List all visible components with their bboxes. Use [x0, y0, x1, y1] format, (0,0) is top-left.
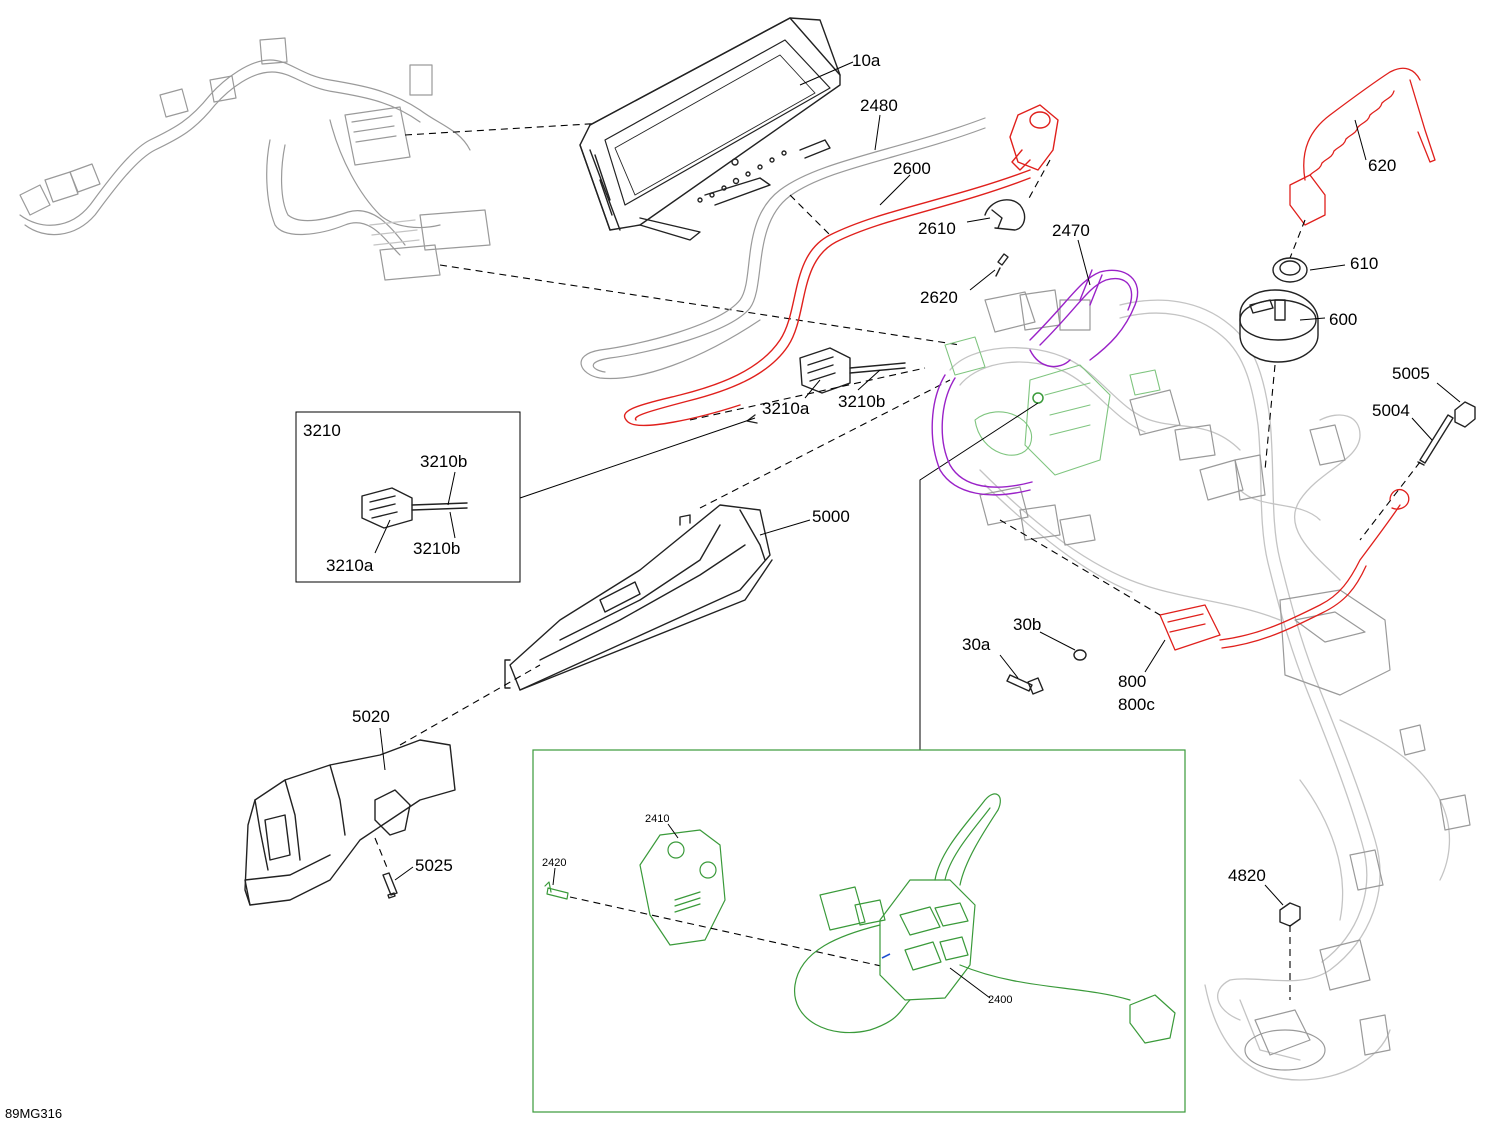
cable-2600 [623, 104, 1059, 427]
switch-assembly-2400 [794, 793, 1176, 1044]
screw-2620 [995, 253, 1009, 277]
screw-2420 [544, 881, 569, 900]
dashed-harness-to-gauge [404, 122, 606, 136]
label-800: 800 [1118, 672, 1146, 691]
cap-610 [1272, 257, 1308, 283]
main-harness [949, 299, 1451, 1081]
label-800c: 800c [1118, 695, 1155, 714]
callout-circle-green [1032, 392, 1044, 404]
label-600: 600 [1329, 310, 1357, 329]
harness-top-left [19, 37, 491, 281]
dashed-5004 [1359, 461, 1421, 541]
label-2610: 2610 [918, 219, 956, 238]
label-2480: 2480 [860, 96, 898, 115]
dashed-3210-to-switch [689, 367, 926, 421]
label-5025: 5025 [415, 856, 453, 875]
label-3210b-top: 3210b [838, 392, 885, 411]
dashed-2600-to-2610 [1027, 159, 1051, 201]
housing-5020 [244, 739, 456, 906]
connector-3210-top [799, 347, 906, 394]
inset-3210-title: 3210 [303, 421, 341, 440]
strip-2480 [580, 117, 986, 380]
clip-2610 [984, 199, 1026, 231]
label-5020: 5020 [352, 707, 390, 726]
inset-label-2420: 2420 [542, 857, 566, 869]
label-3210a-top: 3210a [762, 399, 810, 418]
washer-30b [1073, 649, 1087, 661]
label-2600: 2600 [893, 159, 931, 178]
lanyard-620 [1289, 67, 1436, 226]
bracket-5000 [504, 504, 773, 691]
dashed-5000-to-switch [699, 379, 951, 509]
ignition-switch-600 [1239, 289, 1319, 363]
leader-to-green-inset [919, 402, 1039, 750]
figure-reference: 89MG316 [5, 1106, 62, 1121]
label-5000: 5000 [812, 507, 850, 526]
label-4820: 4820 [1228, 866, 1266, 885]
inset-label-3210b-top: 3210b [420, 452, 467, 471]
harness-connectors-right [979, 289, 1471, 1071]
label-5005: 5005 [1392, 364, 1430, 383]
leader-inset-to-3210 [519, 417, 756, 499]
gauge-cluster-10a [579, 17, 841, 241]
dashed-620-to-610 [1289, 219, 1306, 259]
inset-label-2410: 2410 [645, 813, 669, 825]
inset-label-3210b-bottom: 3210b [413, 539, 460, 558]
inset-box-switch [532, 749, 1186, 1113]
dashed-800 [999, 519, 1161, 616]
part-labels: 10a 2480 2600 2610 2620 2470 620 610 600… [5, 51, 1430, 1121]
connector-800 [1159, 488, 1410, 651]
switch-cover-2410 [639, 829, 726, 946]
dashed-5020-to-5000 [399, 664, 541, 746]
screw-5025 [382, 872, 398, 899]
nut-4820 [1279, 902, 1301, 927]
screw-30a [1006, 674, 1044, 695]
label-30a: 30a [962, 635, 991, 654]
nut-5005 [1454, 401, 1476, 428]
dashed-5020-to-5025 [374, 837, 389, 871]
dashed-harness-to-switch [439, 264, 961, 346]
label-30b: 30b [1013, 615, 1041, 634]
connector-3210-inset [361, 487, 468, 529]
inset-label-2400: 2400 [988, 994, 1012, 1006]
dashed-2420 [569, 896, 891, 969]
dashed-600-down [1264, 364, 1276, 471]
label-10a: 10a [852, 51, 881, 70]
blue-mark [881, 953, 891, 959]
dashed-strip-to-cable [789, 194, 831, 236]
label-620: 620 [1368, 156, 1396, 175]
inset-box-3210 [295, 411, 521, 583]
label-2620: 2620 [920, 288, 958, 307]
bolt-5004 [1417, 414, 1454, 466]
cable-2470 [931, 269, 1139, 496]
label-610: 610 [1350, 254, 1378, 273]
label-2470: 2470 [1052, 221, 1090, 240]
label-5004: 5004 [1372, 401, 1410, 420]
switch-module-on-harness [944, 336, 1161, 476]
leader-lines [374, 61, 1461, 999]
inset-label-3210a: 3210a [326, 556, 374, 575]
